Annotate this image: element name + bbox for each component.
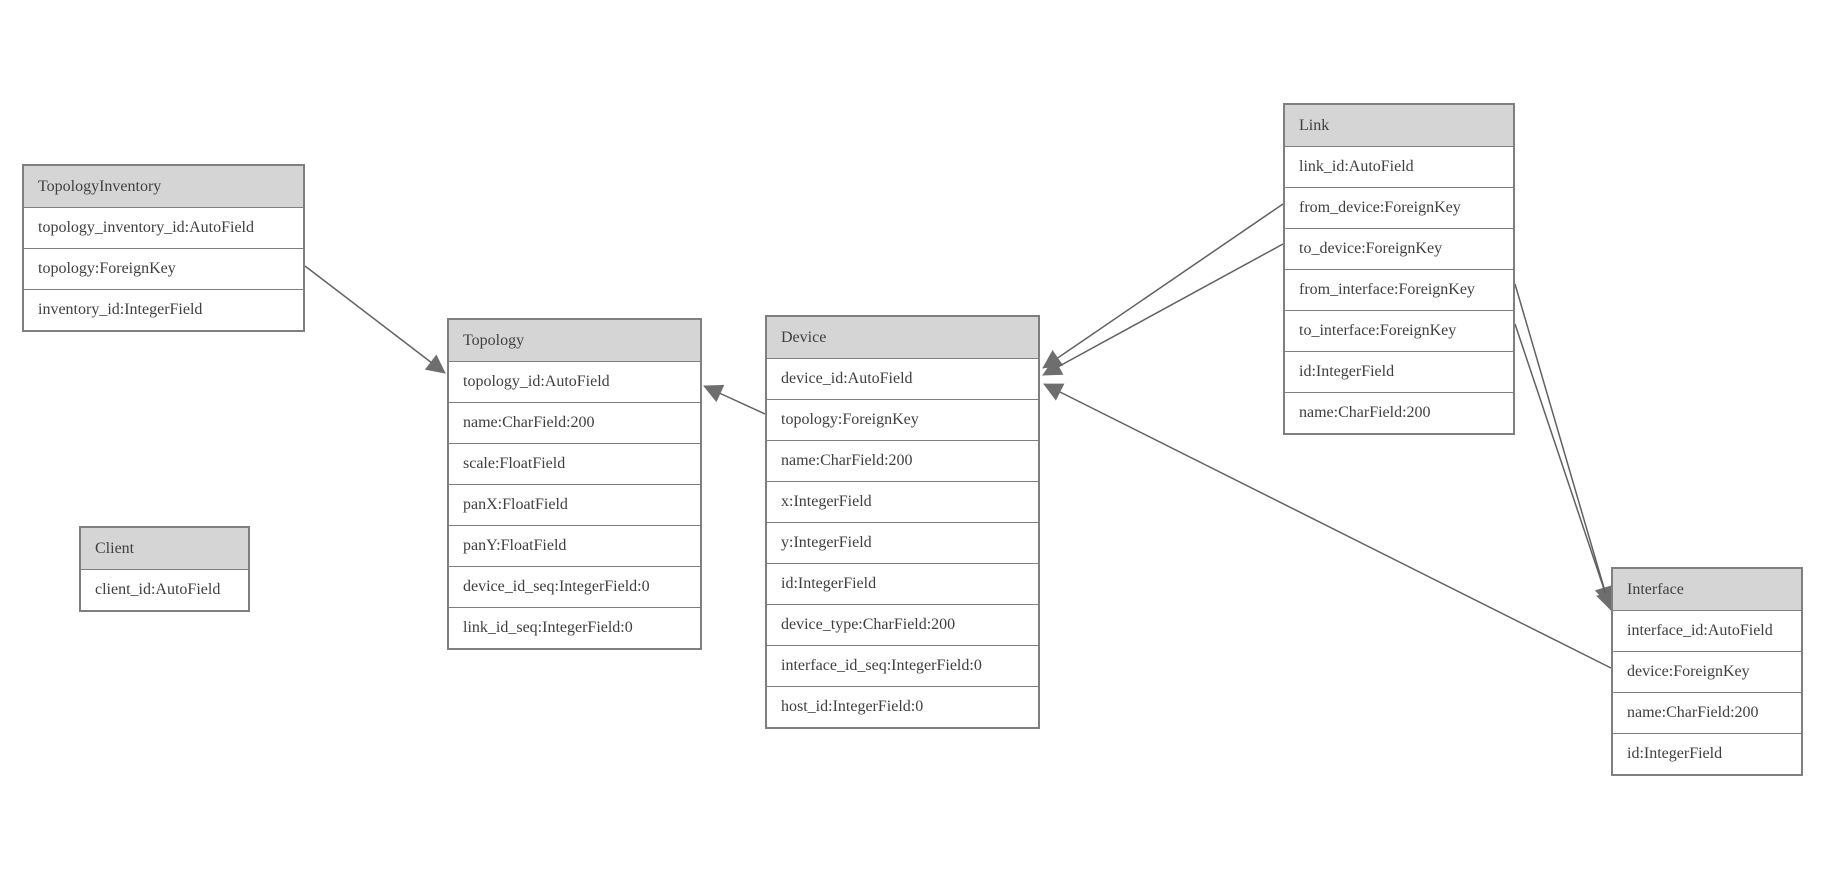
field-row: to_device:ForeignKey <box>1285 229 1513 270</box>
edge-link-frominterface-interface <box>1514 283 1614 606</box>
field-row: scale:FloatField <box>449 444 700 485</box>
entity-device: Device device_id:AutoField topology:Fore… <box>765 315 1040 729</box>
entity-header-client: Client <box>81 528 248 570</box>
field-row: device:ForeignKey <box>1613 652 1801 693</box>
field-row: topology_inventory_id:AutoField <box>24 208 303 249</box>
field-row: to_interface:ForeignKey <box>1285 311 1513 352</box>
entity-topology: Topology topology_id:AutoField name:Char… <box>447 318 702 650</box>
field-row: from_interface:ForeignKey <box>1285 270 1513 311</box>
edge-link-todevice-device <box>1042 243 1284 376</box>
field-row: client_id:AutoField <box>81 570 248 610</box>
field-row: host_id:IntegerField:0 <box>767 687 1038 727</box>
edge-device-topology <box>703 384 766 415</box>
field-row: name:CharField:200 <box>1285 393 1513 433</box>
field-row: topology:ForeignKey <box>767 400 1038 441</box>
field-row: interface_id:AutoField <box>1613 611 1801 652</box>
entity-client: Client client_id:AutoField <box>79 526 250 612</box>
field-row: id:IntegerField <box>1613 734 1801 774</box>
edge-link-tointerface-interface <box>1514 323 1615 611</box>
entity-header-link: Link <box>1285 105 1513 147</box>
field-row: topology:ForeignKey <box>24 249 303 290</box>
field-row: device_id_seq:IntegerField:0 <box>449 567 700 608</box>
entity-topologyinventory: TopologyInventory topology_inventory_id:… <box>22 164 305 332</box>
field-row: link_id_seq:IntegerField:0 <box>449 608 700 648</box>
entity-header-topologyinventory: TopologyInventory <box>24 166 303 208</box>
field-row: topology_id:AutoField <box>449 362 700 403</box>
field-row: id:IntegerField <box>1285 352 1513 393</box>
field-row: y:IntegerField <box>767 523 1038 564</box>
field-row: inventory_id:IntegerField <box>24 290 303 330</box>
field-row: interface_id_seq:IntegerField:0 <box>767 646 1038 687</box>
field-row: x:IntegerField <box>767 482 1038 523</box>
entity-header-topology: Topology <box>449 320 700 362</box>
field-row: link_id:AutoField <box>1285 147 1513 188</box>
field-row: panY:FloatField <box>449 526 700 567</box>
field-row: name:CharField:200 <box>767 441 1038 482</box>
entity-header-device: Device <box>767 317 1038 359</box>
edge-interface-device <box>1043 383 1612 669</box>
edge-topologyinventory-topology <box>304 265 446 374</box>
field-row: id:IntegerField <box>767 564 1038 605</box>
edge-link-fromdevice-device <box>1042 203 1284 369</box>
field-row: panX:FloatField <box>449 485 700 526</box>
field-row: name:CharField:200 <box>1613 693 1801 734</box>
field-row: name:CharField:200 <box>449 403 700 444</box>
entity-link: Link link_id:AutoField from_device:Forei… <box>1283 103 1515 435</box>
field-row: from_device:ForeignKey <box>1285 188 1513 229</box>
entity-interface: Interface interface_id:AutoField device:… <box>1611 567 1803 776</box>
field-row: device_id:AutoField <box>767 359 1038 400</box>
entity-header-interface: Interface <box>1613 569 1801 611</box>
field-row: device_type:CharField:200 <box>767 605 1038 646</box>
